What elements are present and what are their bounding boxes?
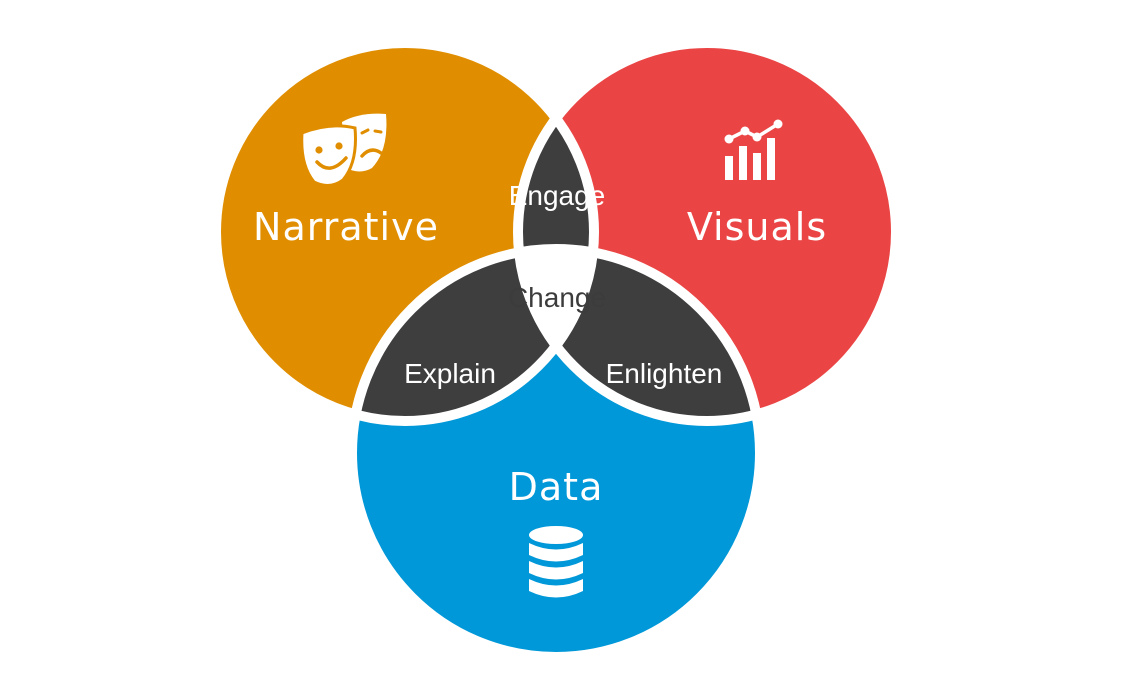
enlighten-label: Enlighten xyxy=(606,358,723,389)
circle-outlines xyxy=(211,38,901,662)
bar-chart-icon xyxy=(724,119,783,180)
enlighten-region-group xyxy=(518,249,760,421)
data-outline xyxy=(347,244,765,662)
explain-region-group xyxy=(352,249,594,421)
enlighten-region xyxy=(518,249,760,421)
data-label: Data xyxy=(509,465,604,509)
visuals-outline xyxy=(513,38,901,426)
theater-masks-icon xyxy=(300,113,387,187)
visuals-label: Visuals xyxy=(687,205,827,249)
explain-label: Explain xyxy=(404,358,496,389)
narrative-outline xyxy=(211,38,599,426)
change-label: Change xyxy=(508,282,606,313)
explain-region xyxy=(352,249,594,421)
narrative-label: Narrative xyxy=(253,205,439,249)
engage-label: Engage xyxy=(509,180,606,211)
database-icon xyxy=(529,526,583,598)
